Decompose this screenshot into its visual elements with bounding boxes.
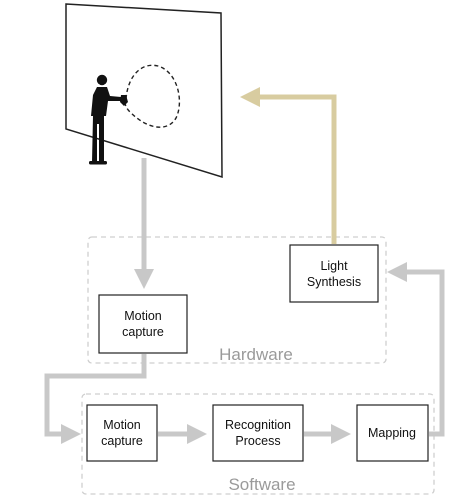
light-synthesis-box: Light Synthesis bbox=[289, 244, 379, 303]
light-synthesis-line2: Synthesis bbox=[307, 275, 361, 289]
hw-motion-capture-box: Motion capture bbox=[98, 294, 188, 354]
hw-motion-capture-line2: capture bbox=[122, 325, 164, 339]
light-to-screen-arrow bbox=[239, 87, 337, 244]
hardware-group-label: Hardware bbox=[219, 345, 293, 364]
hardware-group-border bbox=[87, 236, 387, 364]
projection-screen-icon bbox=[65, 3, 223, 179]
recognition-process-box: Recognition Process bbox=[212, 404, 304, 462]
light-synthesis-line1: Light bbox=[320, 259, 348, 273]
software-group: Software bbox=[81, 393, 435, 495]
person-silhouette-icon bbox=[89, 74, 128, 165]
hardware-group: Hardware bbox=[87, 236, 387, 364]
software-group-label: Software bbox=[228, 475, 295, 494]
sw-motion-capture-box: Motion capture bbox=[86, 404, 158, 462]
sw-motion-capture-line1: Motion bbox=[103, 418, 141, 432]
software-group-border bbox=[81, 393, 435, 495]
recognition-process-line1: Recognition bbox=[225, 418, 291, 432]
hardware-to-software-arrow bbox=[44, 354, 147, 444]
mapping-box: Mapping bbox=[356, 404, 429, 462]
mapping-label: Mapping bbox=[368, 426, 416, 440]
recognition-process-line2: Process bbox=[235, 434, 280, 448]
hw-motion-capture-line1: Motion bbox=[124, 309, 162, 323]
mapping-to-light-synthesis-arrow bbox=[386, 262, 445, 437]
gesture-path-icon bbox=[124, 64, 181, 128]
sw-motion-capture-line2: capture bbox=[101, 434, 143, 448]
